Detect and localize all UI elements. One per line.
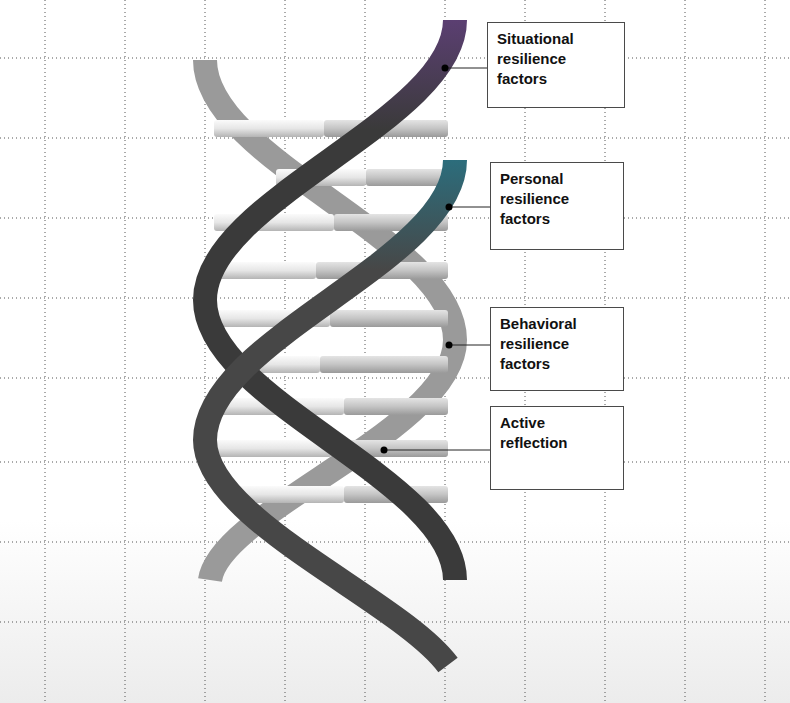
callout-label: Active reflection bbox=[500, 413, 614, 453]
front-strand bbox=[205, 160, 455, 665]
callout-label: Situational resilience factors bbox=[497, 29, 615, 89]
leader-dots bbox=[381, 65, 453, 454]
callout-box: Personal resilience factors bbox=[490, 162, 624, 250]
callout-box: Situational resilience factors bbox=[487, 22, 625, 108]
leader-lines bbox=[384, 68, 490, 450]
callout-box: Behavioral resilience factors bbox=[490, 307, 624, 391]
callout-label: Behavioral resilience factors bbox=[500, 314, 614, 374]
callout-label: Personal resilience factors bbox=[500, 169, 614, 229]
callout-box: Active reflection bbox=[490, 406, 624, 490]
